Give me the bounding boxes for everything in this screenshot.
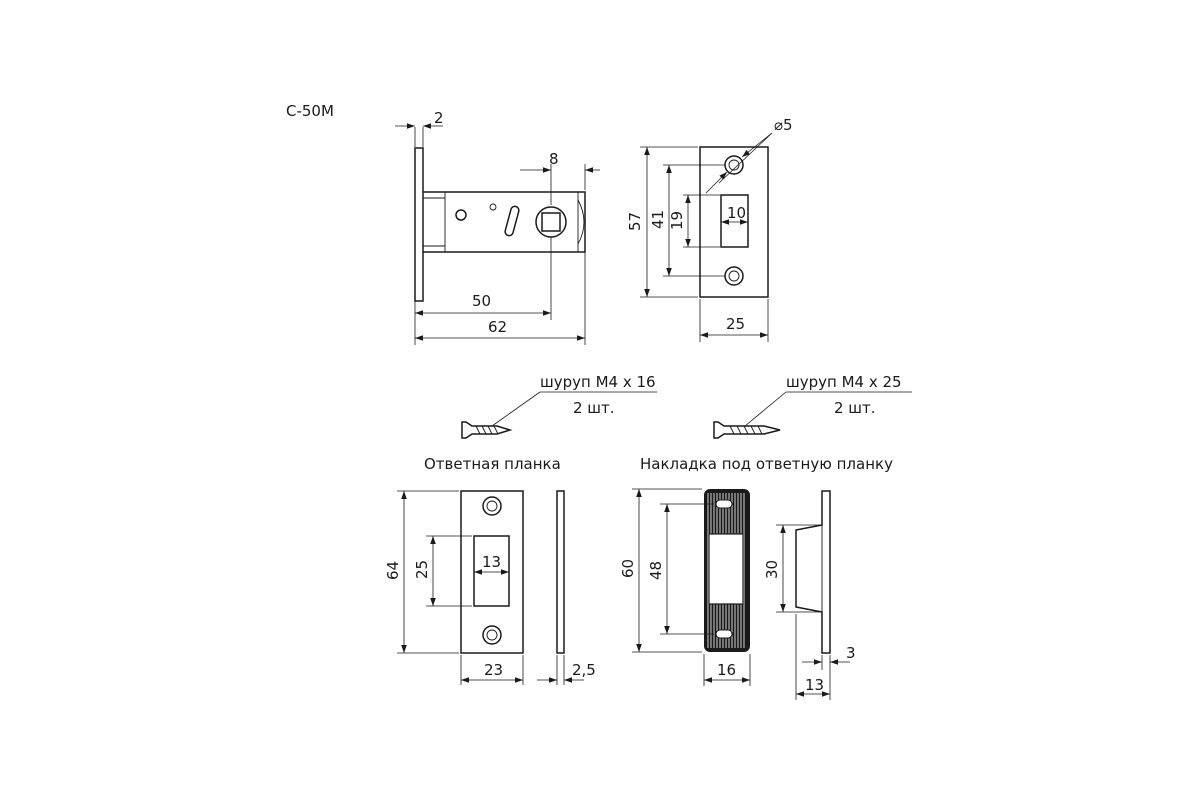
- dim-height: 57: [626, 212, 644, 231]
- dim-cover-width: 16: [717, 661, 736, 679]
- strike-cover-side: [795, 490, 831, 654]
- dim-strike-thickness: 2,5: [572, 661, 596, 679]
- dim-backset: 50: [472, 292, 491, 310]
- dim-bolt-height: 19: [668, 211, 686, 230]
- dim-cover-box-depth: 30: [763, 560, 781, 579]
- screw-25-spec: шуруп М4 х 25: [786, 373, 902, 391]
- latch-dimensions: 2 8 50 62: [395, 109, 600, 345]
- strike-plate-dimensions: 64 25 13 23 2,5: [384, 490, 596, 685]
- screw-25: шуруп М4 х 25 2 шт.: [713, 373, 912, 439]
- dim-cover-height: 60: [619, 559, 637, 578]
- dim-cover-opening-height: 48: [647, 561, 665, 580]
- screw-16: шуруп М4 х 16 2 шт.: [461, 373, 657, 439]
- dim-cover-total-depth: 13: [805, 676, 824, 694]
- screw-16-spec: шуруп М4 х 16: [540, 373, 656, 391]
- dim-strike-height: 64: [384, 561, 402, 580]
- strike-plate-side: [556, 490, 565, 654]
- screw-25-qty: 2 шт.: [834, 399, 876, 417]
- dim-flange-thickness: 2: [434, 109, 444, 127]
- dim-hole-spacing: 41: [649, 210, 667, 229]
- dim-strike-width: 23: [484, 661, 503, 679]
- dim-strike-opening-height: 25: [413, 560, 431, 579]
- strike-plate-title: Ответная планка: [424, 455, 561, 473]
- faceplate-dimensions: ⌀5 57 41 19 10 25: [626, 116, 793, 342]
- dim-bolt-offset: 8: [549, 150, 559, 168]
- dim-width: 25: [726, 315, 745, 333]
- strike-cover-front: [704, 489, 750, 652]
- latch-side-view: [414, 147, 586, 302]
- dim-hole-diameter: ⌀5: [774, 116, 793, 134]
- strike-cover-dimensions: 60 48 16 30 3 13: [619, 488, 856, 700]
- model-label: С-50М: [286, 102, 334, 120]
- dim-overall-length: 62: [488, 318, 507, 336]
- dim-bolt-width: 10: [727, 204, 746, 222]
- dim-cover-flange-thickness: 3: [846, 644, 856, 662]
- dim-strike-opening-width: 13: [482, 553, 501, 571]
- screw-16-qty: 2 шт.: [573, 399, 615, 417]
- strike-cover-title: Накладка под ответную планку: [640, 455, 893, 473]
- faceplate-front-view: [699, 146, 769, 298]
